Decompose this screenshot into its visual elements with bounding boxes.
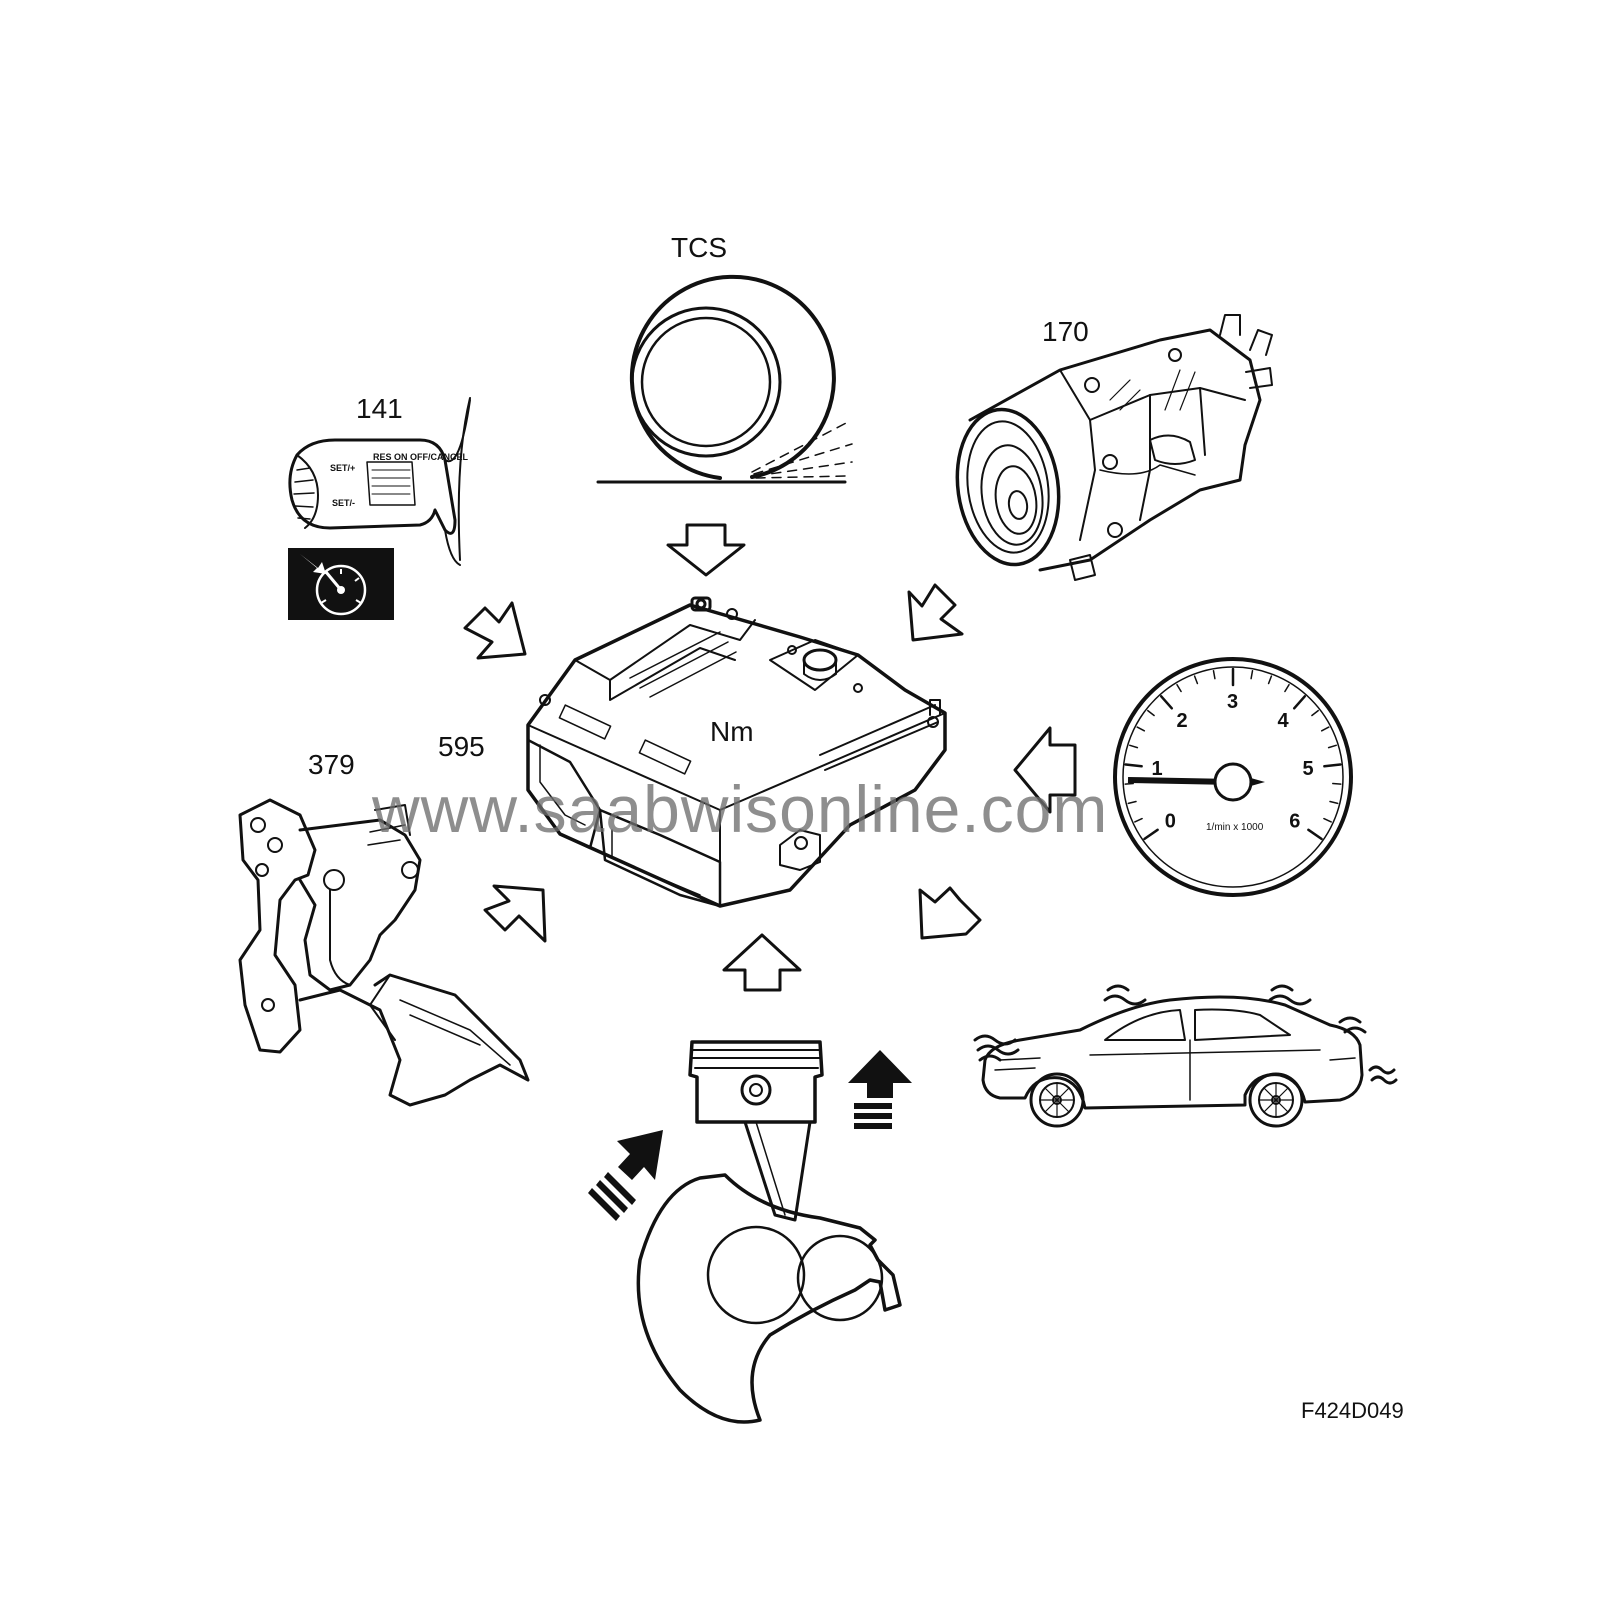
tachometer-minor-tick <box>1332 782 1342 785</box>
ecm-label: 595 <box>438 731 485 762</box>
arrow-pedal-icon <box>483 884 547 943</box>
tachometer-major-tick <box>1323 763 1342 768</box>
tachometer-minor-tick <box>1193 675 1199 685</box>
tachometer-minor-tick <box>1124 782 1134 785</box>
tachometer-number-1: 1 <box>1152 758 1163 780</box>
accelerator-pedal-label: 379 <box>308 749 355 780</box>
tachometer-minor-tick <box>1250 670 1254 680</box>
tachometer-minor-tick <box>1267 675 1273 685</box>
torque-label: Nm <box>710 716 754 747</box>
tachometer-major-tick <box>1292 695 1307 710</box>
arrow-cruise-icon <box>463 601 527 660</box>
piston-motion-arrow-icon <box>848 1050 912 1129</box>
ecm-icon <box>526 596 947 908</box>
accelerator-pedal-icon <box>238 798 530 1107</box>
arrow-tachometer-icon <box>1013 726 1077 814</box>
tachometer-minor-tick <box>1320 726 1330 732</box>
piston-crank-icon <box>636 1040 902 1424</box>
lever-resume: RES ON OFF/CANCEL <box>373 452 469 462</box>
cruise-control-label: 141 <box>356 393 403 424</box>
ac-compressor-icon <box>955 314 1273 581</box>
tachometer-major-tick <box>1124 763 1143 768</box>
cruise-speedometer-icon <box>288 548 394 620</box>
tachometer-unit-label: 1/min x 1000 <box>1206 822 1264 833</box>
tachometer-number-3: 3 <box>1227 691 1238 713</box>
tcs-wheel-icon <box>596 274 853 484</box>
tachometer-major-tick <box>1143 828 1159 841</box>
tachometer-minor-tick <box>1134 817 1143 823</box>
tachometer-number-4: 4 <box>1278 710 1290 732</box>
tachometer-minor-tick <box>1212 670 1216 680</box>
figure-id-label: F424D049 <box>1301 1398 1404 1423</box>
lever-set-minus: SET/- <box>332 498 355 508</box>
arrow-vehicle-icon <box>918 886 982 940</box>
tachometer-major-tick <box>1307 828 1323 841</box>
tachometer-minor-tick <box>1129 744 1139 749</box>
compressor-label: 170 <box>1042 316 1089 347</box>
tachometer-minor-tick <box>1323 817 1332 823</box>
arrow-piston-icon <box>722 933 802 992</box>
arrow-compressor-icon <box>907 583 964 642</box>
tachometer-minor-tick <box>1311 709 1319 717</box>
tachometer-number-0: 0 <box>1165 811 1176 833</box>
watermark-text: www.saabwisonline.com <box>372 772 1109 846</box>
tachometer-major-tick <box>1159 695 1174 710</box>
tachometer-minor-tick <box>1136 726 1146 732</box>
tachometer-minor-tick <box>1147 709 1155 717</box>
tachometer-minor-tick <box>1176 683 1182 693</box>
lever-set-plus: SET/+ <box>330 463 355 473</box>
tachometer-minor-tick <box>1327 744 1337 749</box>
vehicle-icon <box>973 984 1398 1128</box>
tachometer-minor-tick <box>1329 800 1339 805</box>
tachometer-number-6: 6 <box>1289 811 1300 833</box>
tachometer-minor-tick <box>1127 800 1137 805</box>
tcs-label: TCS <box>671 232 727 263</box>
tachometer-minor-tick <box>1284 683 1290 693</box>
tachometer-number-5: 5 <box>1303 758 1314 780</box>
arrow-tcs-icon <box>666 523 746 577</box>
tachometer-number-2: 2 <box>1177 710 1188 732</box>
cruise-lever-text: SET/+ SET/- RES ON OFF/CANCEL <box>330 452 469 508</box>
tachometer-icon: 0 1 2 3 4 5 6 1/min x 1000 <box>1113 657 1353 897</box>
cruise-control-lever-icon <box>288 397 471 566</box>
crank-motion-arrow-icon <box>588 1130 663 1221</box>
